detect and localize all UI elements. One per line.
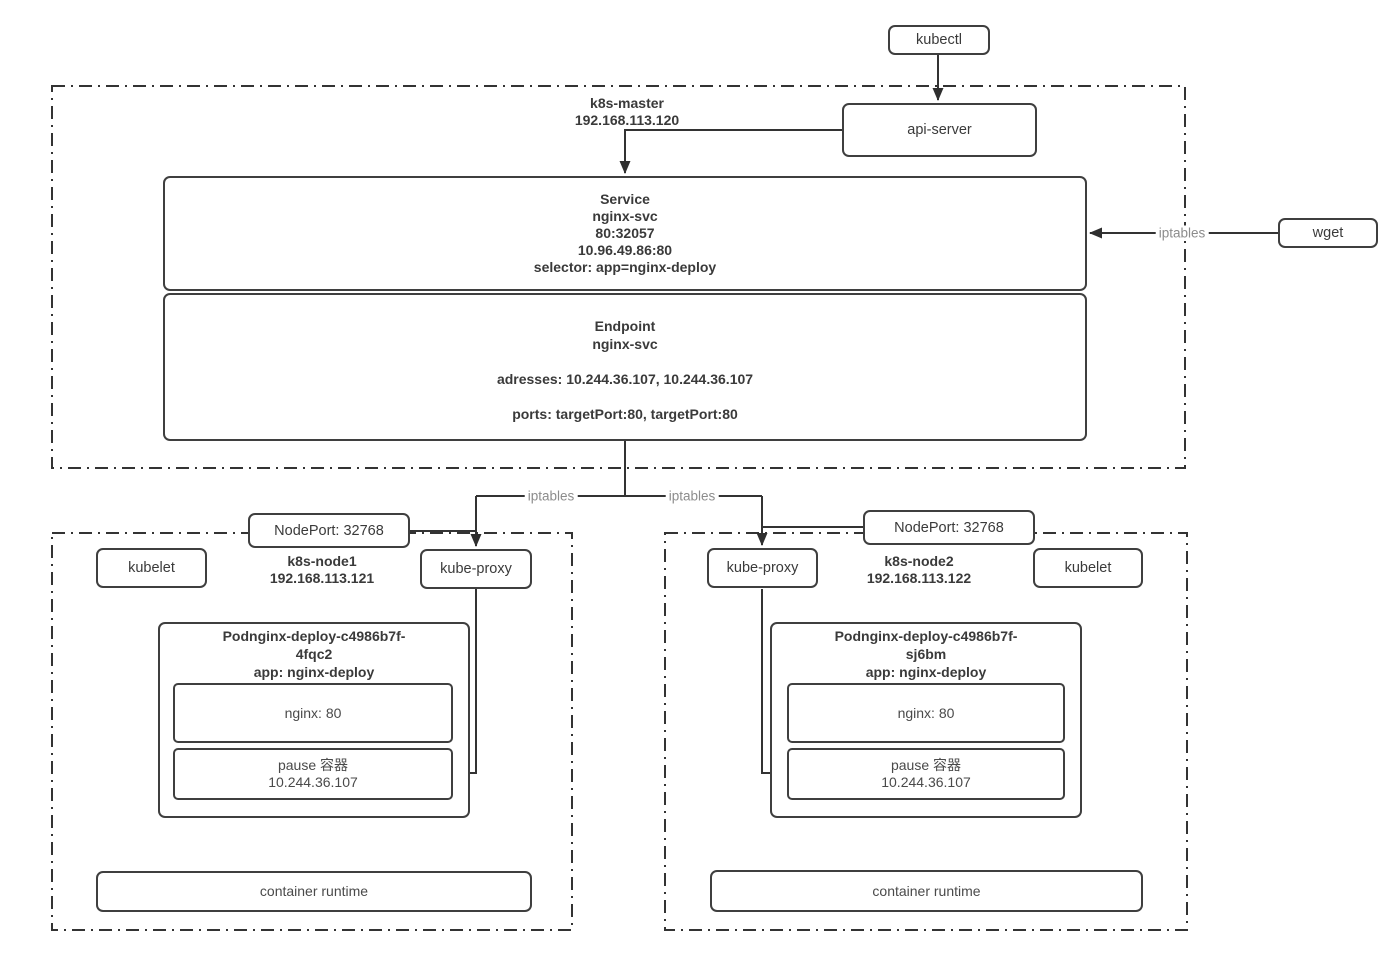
node2-name: k8s-node2 <box>884 553 954 569</box>
pod2-pause-label: pause 容器 <box>890 757 962 773</box>
pod2-nginx-label: nginx: 80 <box>897 704 955 721</box>
pod2-box: Podnginx-deploy-c4986b7f- sj6bm app: ngi… <box>770 622 1082 818</box>
node1-ip: 192.168.113.121 <box>269 570 375 586</box>
kube-proxy2-label: kube-proxy <box>726 560 799 576</box>
kubelet1-label: kubelet <box>128 560 175 576</box>
container-runtime1-label: container runtime <box>259 883 369 899</box>
master-title: k8s-master 192.168.113.120 <box>502 95 752 129</box>
node1-name: k8s-node1 <box>287 553 357 569</box>
pod1-pause-ip: 10.244.36.107 <box>268 774 358 790</box>
endpoint-title: Endpoint <box>594 318 656 334</box>
pod1-title-line3: app: nginx-deploy <box>253 664 375 680</box>
pod1-pause-label: pause 容器 <box>277 757 349 773</box>
pod1-title-line1: Podnginx-deploy-c4986b7f- <box>222 628 406 644</box>
pod2-title: Podnginx-deploy-c4986b7f- sj6bm app: ngi… <box>772 627 1080 681</box>
kubelet2-label: kubelet <box>1064 560 1112 576</box>
container-runtime1-box: container runtime <box>96 871 532 912</box>
kubectl-box: kubectl <box>888 25 990 55</box>
service-name: nginx-svc <box>592 208 658 224</box>
pod1-pause-container: pause 容器 10.244.36.107 <box>173 748 453 800</box>
kube-proxy1-label: kube-proxy <box>440 561 512 577</box>
endpoint-addresses: adresses: 10.244.36.107, 10.244.36.107 <box>496 371 754 387</box>
kubectl-label: kubectl <box>916 32 962 48</box>
service-clusterip: 10.96.49.86:80 <box>577 242 673 258</box>
api-server-box: api-server <box>842 103 1037 157</box>
endpoint-box: Endpoint nginx-svc adresses: 10.244.36.1… <box>163 293 1087 441</box>
node2-title: k8s-node2 192.168.113.122 <box>819 553 1019 587</box>
node1-title: k8s-node1 192.168.113.121 <box>222 553 422 587</box>
nodeport2-box: NodePort: 32768 <box>863 510 1035 545</box>
iptables-label-left: iptables <box>524 488 578 504</box>
kube-proxy2-box: kube-proxy <box>707 548 818 588</box>
kubelet2-box: kubelet <box>1033 548 1143 588</box>
pod2-title-line2: sj6bm <box>905 646 947 662</box>
pod2-pause-ip: 10.244.36.107 <box>881 774 971 790</box>
pod1-title-line2: 4fqc2 <box>295 646 333 662</box>
container-runtime2-label: container runtime <box>872 882 981 899</box>
pod2-nginx-container: nginx: 80 <box>787 683 1065 743</box>
master-boundary <box>51 85 1186 469</box>
nodeport1-box: NodePort: 32768 <box>248 513 410 548</box>
node2-ip: 192.168.113.122 <box>866 570 972 586</box>
wget-label: wget <box>1312 225 1344 241</box>
api-server-label: api-server <box>907 122 972 138</box>
container-runtime2-box: container runtime <box>710 870 1143 912</box>
pod1-box: Podnginx-deploy-c4986b7f- 4fqc2 app: ngi… <box>158 622 470 818</box>
pod1-nginx-label: nginx: 80 <box>284 704 342 721</box>
iptables-label-wget: iptables <box>1155 225 1209 241</box>
wget-box: wget <box>1278 218 1378 248</box>
pod1-nginx-container: nginx: 80 <box>173 683 453 743</box>
endpoint-name: nginx-svc <box>592 336 658 352</box>
service-selector: selector: app=nginx-deploy <box>533 259 717 275</box>
node2-boundary <box>664 532 1188 931</box>
pod1-title: Podnginx-deploy-c4986b7f- 4fqc2 app: ngi… <box>160 627 468 681</box>
edge-apiserver-to-service <box>619 129 842 174</box>
pod2-pause-container: pause 容器 10.244.36.107 <box>787 748 1065 800</box>
nodeport1-label: NodePort: 32768 <box>274 522 384 539</box>
kubelet1-box: kubelet <box>96 548 207 588</box>
master-name: k8s-master <box>590 95 664 111</box>
pod2-title-line1: Podnginx-deploy-c4986b7f- <box>834 628 1018 644</box>
service-title: Service <box>600 191 650 207</box>
service-box: Service nginx-svc 80:32057 10.96.49.86:8… <box>163 176 1087 291</box>
master-ip: 192.168.113.120 <box>574 112 680 128</box>
iptables-label-right: iptables <box>665 488 719 504</box>
endpoint-ports: ports: targetPort:80, targetPort:80 <box>512 406 738 422</box>
kube-proxy1-box: kube-proxy <box>420 549 532 589</box>
pod2-title-line3: app: nginx-deploy <box>865 664 987 680</box>
nodeport2-label: NodePort: 32768 <box>894 519 1004 536</box>
service-portmap: 80:32057 <box>595 225 655 241</box>
